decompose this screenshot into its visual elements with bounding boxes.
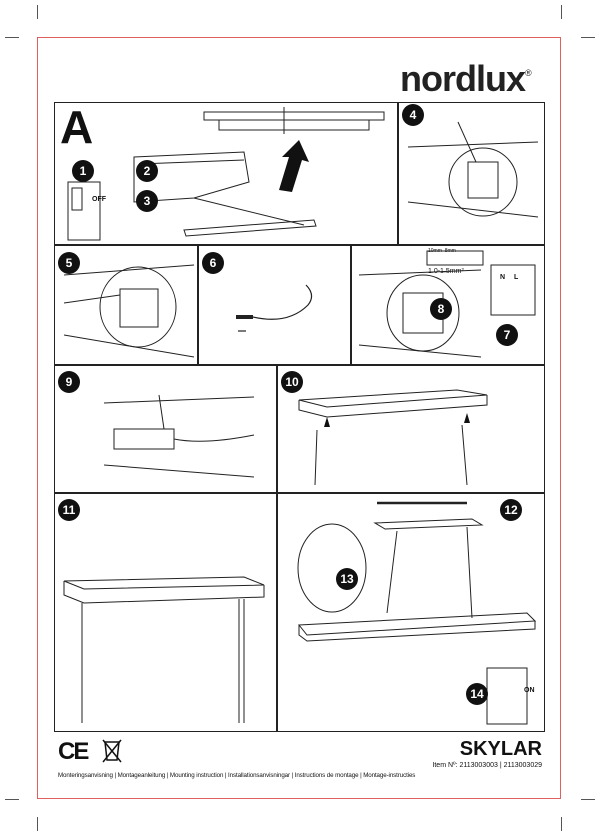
step-9-badge: 9 bbox=[58, 371, 80, 393]
panel-a-illustration bbox=[67, 107, 385, 241]
step-13-badge: 13 bbox=[336, 568, 358, 590]
panel-7-8-illustration bbox=[358, 250, 536, 358]
step-12-badge: 12 bbox=[500, 499, 522, 521]
step-2-badge: 2 bbox=[136, 160, 158, 182]
product-name: SKYLAR bbox=[459, 738, 542, 760]
crop-mark bbox=[561, 817, 562, 831]
strip-length-label: 10mm 8mm bbox=[428, 248, 456, 254]
crop-mark bbox=[561, 5, 562, 19]
ce-mark: CE bbox=[58, 738, 89, 765]
crop-mark bbox=[5, 799, 19, 800]
brand-logo: nordlux® bbox=[400, 58, 532, 99]
neutral-label: N bbox=[500, 274, 506, 281]
crop-mark bbox=[581, 37, 595, 38]
panel-10 bbox=[277, 365, 545, 493]
section-letter: A bbox=[60, 101, 94, 153]
panel-12-14 bbox=[277, 493, 545, 732]
live-label: L bbox=[514, 274, 519, 281]
crop-mark bbox=[37, 5, 38, 19]
item-number: Item Nº: 2113003003 | 2113003029 bbox=[432, 762, 542, 769]
step-14-badge: 14 bbox=[466, 683, 488, 705]
step-5-badge: 5 bbox=[58, 252, 80, 274]
panel-5-illustration bbox=[63, 264, 195, 358]
panel-11-illustration bbox=[63, 576, 265, 723]
wire-section-label: 1.0-1.5mm² bbox=[428, 268, 464, 275]
panel-6-illustration bbox=[236, 284, 313, 332]
step-10-badge: 10 bbox=[281, 371, 303, 393]
step-4-badge: 4 bbox=[402, 104, 424, 126]
switch-off-label: OFF bbox=[92, 196, 106, 203]
panel-11 bbox=[54, 493, 277, 732]
crop-mark bbox=[5, 37, 19, 38]
step-8-badge: 8 bbox=[430, 298, 452, 320]
panel-a bbox=[54, 102, 398, 245]
weee-bin-icon bbox=[102, 739, 122, 763]
step-1-badge: 1 bbox=[72, 160, 94, 182]
instruction-languages: Monteringsanvisning | Montageanleitung |… bbox=[58, 772, 416, 779]
step-6-badge: 6 bbox=[202, 252, 224, 274]
step-11-badge: 11 bbox=[58, 499, 80, 521]
panel-12-14-illustration bbox=[297, 501, 537, 725]
panel-4-illustration bbox=[407, 121, 539, 218]
crop-mark bbox=[37, 817, 38, 831]
panel-9-illustration bbox=[103, 394, 255, 478]
switch-on-label: ON bbox=[524, 687, 535, 694]
step-3-badge: 3 bbox=[136, 190, 158, 212]
crop-mark bbox=[581, 799, 595, 800]
panel-4 bbox=[398, 102, 545, 245]
page-border bbox=[37, 37, 561, 799]
step-7-badge: 7 bbox=[496, 324, 518, 346]
panel-10-illustration bbox=[298, 389, 488, 486]
